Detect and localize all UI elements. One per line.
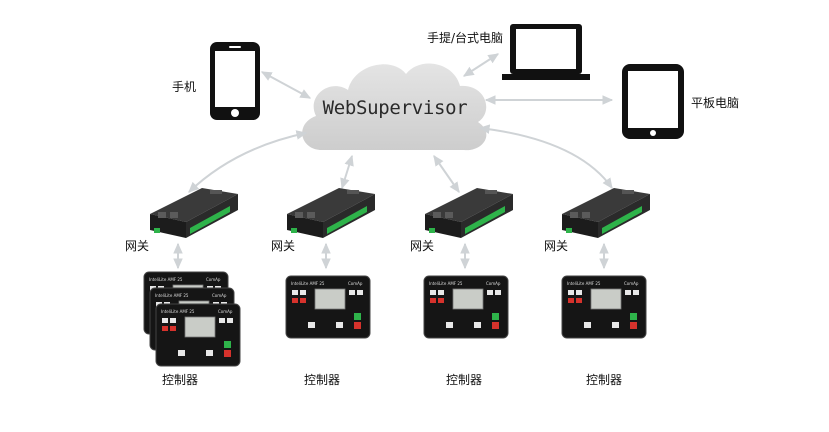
arrow-phone-cloud [260,71,312,99]
tablet-icon [622,64,684,139]
arrow-cloud-gw4 [478,124,613,189]
cloud-label: WebSupervisor [322,97,468,119]
gateway-label-2: 网关 [271,239,296,253]
gateway-label-4: 网关 [544,239,569,253]
tablet-label: 平板电脑 [691,96,740,110]
controller-label-1: 控制器 [162,373,199,387]
controller-device-4 [561,275,647,339]
controller-stack-1 [143,271,241,367]
arrow-laptop-cloud [462,53,500,77]
gateway-label-3: 网关 [410,239,435,253]
arrows-layer [173,53,614,270]
cloud-icon [302,63,487,151]
arrow-cloud-gw2 [340,154,354,190]
arrow-cloud-gw1 [188,130,308,193]
gateway-label-1: 网关 [125,239,150,253]
gateway-device-3 [425,188,513,238]
gateway-device-2 [287,188,375,238]
controller-label-2: 控制器 [304,373,341,387]
laptop-icon [502,24,590,80]
controller-label-4: 控制器 [586,373,623,387]
controller-device-3 [423,275,509,339]
controller-device-2 [285,275,371,339]
gateway-device-4 [562,188,650,238]
smartphone-icon [210,42,260,120]
controller-label-3: 控制器 [446,373,483,387]
phone-label: 手机 [172,80,197,94]
laptop-label: 手提/台式电脑 [427,31,504,45]
arrow-cloud-gw3 [433,155,460,193]
gateway-device-1 [150,188,238,238]
